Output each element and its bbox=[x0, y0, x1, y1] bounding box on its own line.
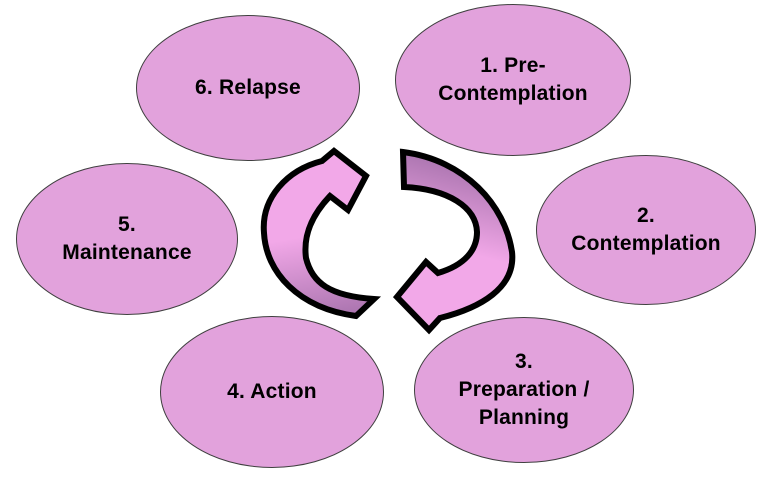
stage-ellipse-preparation-planning: 3. Preparation / Planning bbox=[414, 317, 634, 463]
stage-ellipse-relapse: 6. Relapse bbox=[136, 15, 360, 161]
stage-label-preparation-planning: 3. Preparation / Planning bbox=[458, 350, 590, 429]
stage-ellipse-pre-contemplation: 1. Pre- Contemplation bbox=[395, 4, 631, 156]
stage-label-pre-contemplation: 1. Pre- Contemplation bbox=[438, 54, 588, 105]
stage-label-action: 4. Action bbox=[227, 380, 317, 404]
stage-label-relapse: 6. Relapse bbox=[195, 76, 301, 100]
stage-label-maintenance: 5. Maintenance bbox=[62, 213, 192, 264]
curved-arrow-up-icon bbox=[260, 147, 382, 320]
stage-label-contemplation: 2. Contemplation bbox=[571, 204, 721, 255]
stage-ellipse-action: 4. Action bbox=[160, 316, 384, 468]
stage-ellipse-contemplation: 2. Contemplation bbox=[536, 155, 756, 305]
curved-arrow-down-icon bbox=[392, 148, 516, 335]
stage-ellipse-maintenance: 5. Maintenance bbox=[16, 163, 238, 315]
